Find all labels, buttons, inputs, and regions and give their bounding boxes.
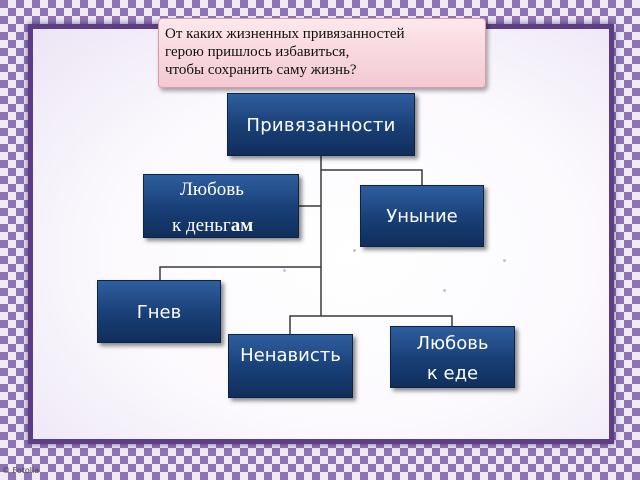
node-hatred: Ненависть <box>228 334 353 398</box>
node-sadness: Уныние <box>360 185 484 247</box>
node-love-of-money: Любовь к деньгам <box>143 174 299 238</box>
node-hatred-label: Ненависть <box>229 344 352 368</box>
node-money-line2: к деньгам <box>172 215 253 237</box>
node-money-prefix: к деньг <box>172 215 231 236</box>
node-attachments: Привязанности <box>227 93 415 156</box>
question-line-1: От каких жизненных привязанностей <box>165 25 479 43</box>
node-food-line2: к еде <box>391 359 514 389</box>
node-money-line1: Любовь <box>180 179 244 201</box>
question-line-3: чтобы сохранить саму жизнь? <box>165 61 479 79</box>
node-money-bold: ам <box>231 215 253 236</box>
watermark-logo: © Fotolia <box>2 466 39 475</box>
question-line-2: герою пришлось избавиться, <box>165 43 479 61</box>
node-love-of-food: Любовь к еде <box>390 326 515 388</box>
question-box: От каких жизненных привязанностей герою … <box>158 18 486 88</box>
node-anger: Гнев <box>97 280 221 343</box>
node-food-line1: Любовь <box>391 329 514 359</box>
